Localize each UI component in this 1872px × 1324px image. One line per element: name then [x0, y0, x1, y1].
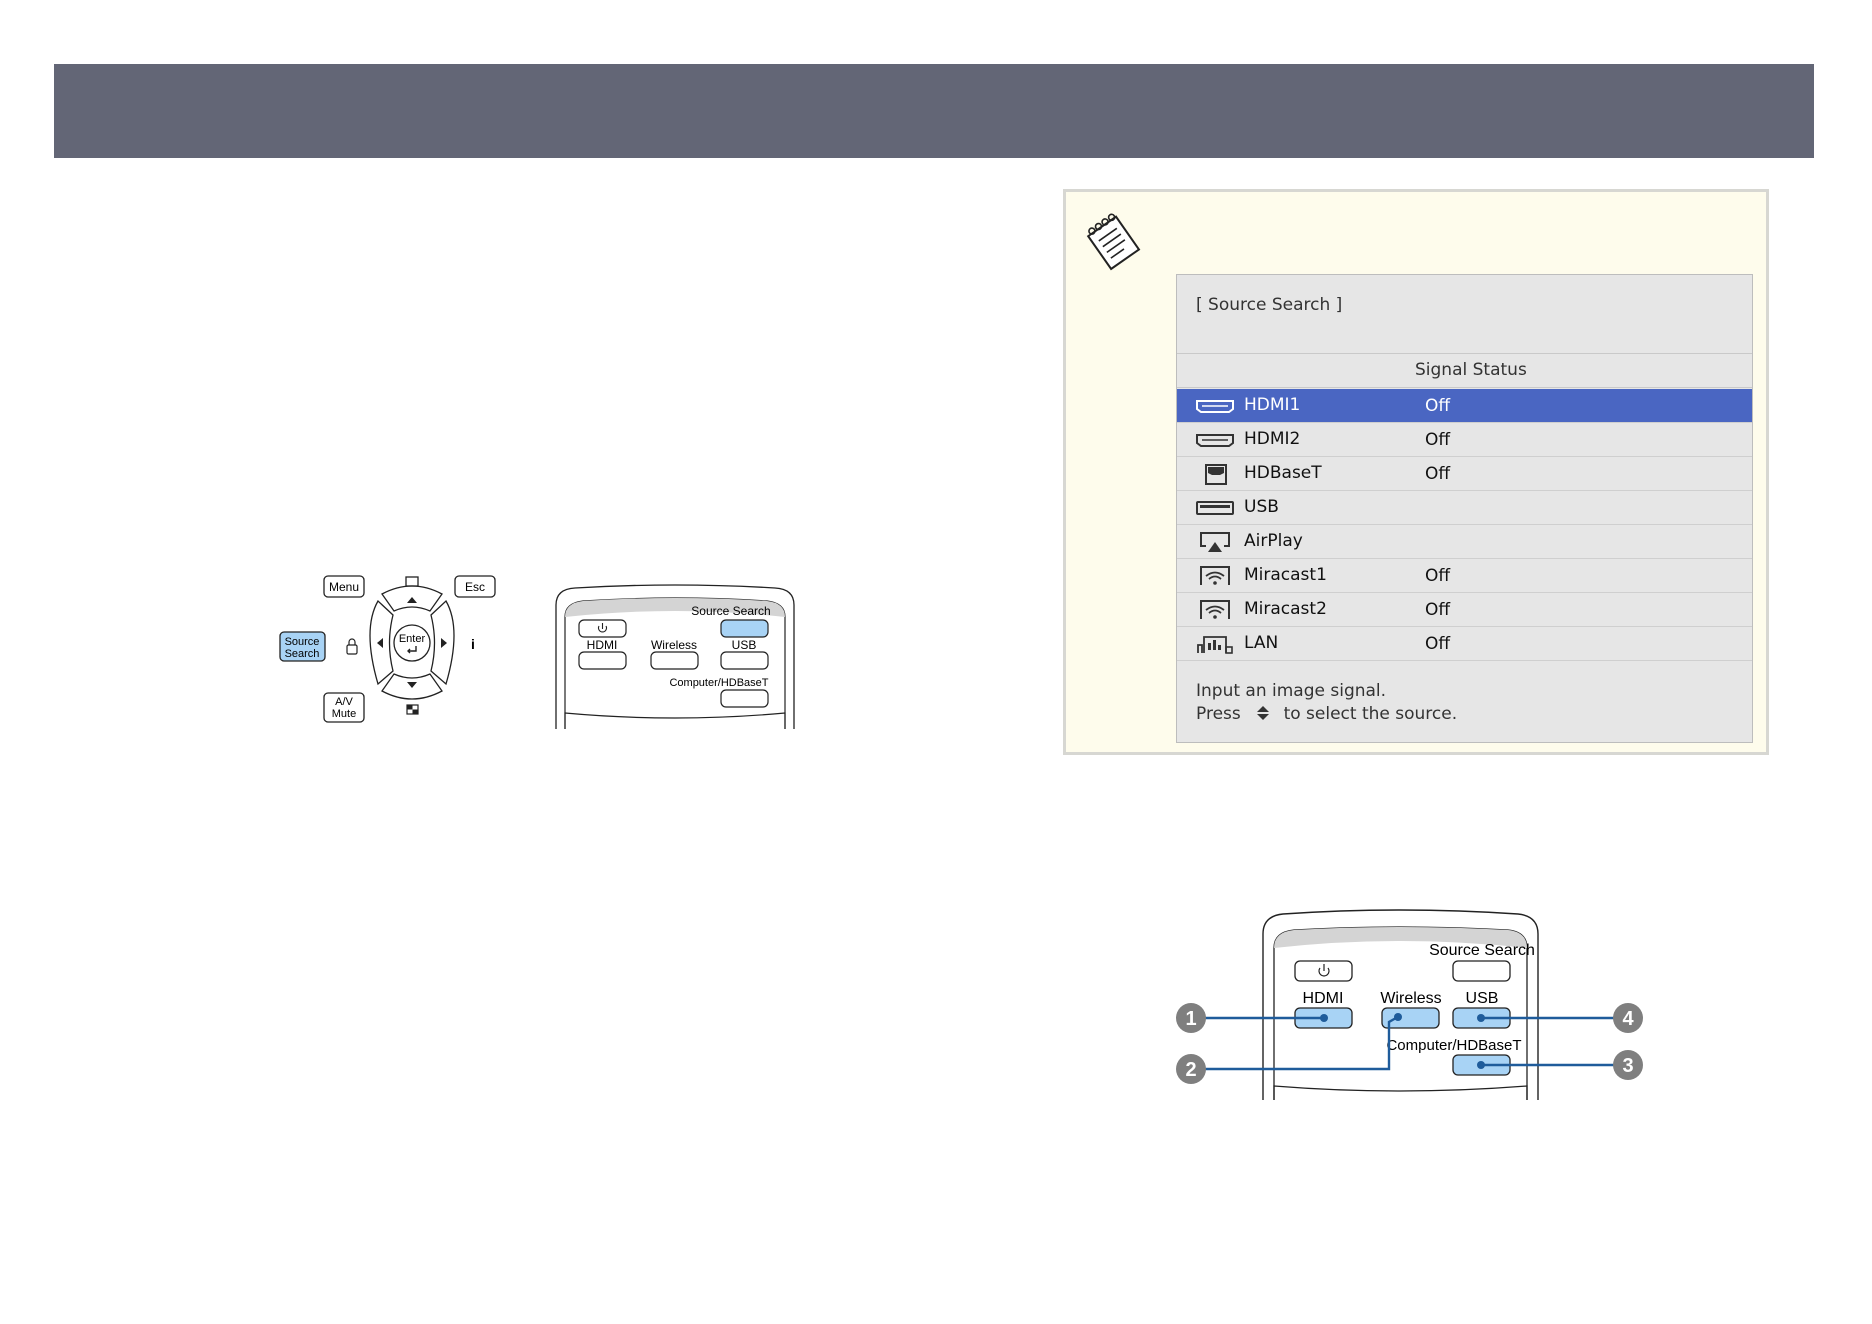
hdmi-label: HDMI — [1303, 990, 1344, 1007]
menu-button[interactable] — [323, 575, 365, 598]
source-search-label-1: Source — [285, 636, 320, 648]
down-arrow-icon — [407, 682, 417, 688]
hdmi-icon — [1196, 400, 1234, 413]
menu-label: Menu — [329, 580, 359, 594]
callout-3: 3 — [1613, 1050, 1643, 1080]
source-row-miracast2[interactable]: Miracast2 Off — [1177, 593, 1752, 627]
source-search-menu: [ Source Search ] Signal Status HDMI1 Of… — [1176, 274, 1753, 743]
callout-1: 1 — [1176, 1003, 1206, 1033]
source-name: LAN — [1244, 633, 1279, 653]
menu-divider — [1177, 353, 1752, 354]
wireless-label: Wireless — [651, 638, 697, 652]
source-name: USB — [1244, 497, 1279, 517]
usb-label: USB — [732, 638, 757, 652]
wireless-icon — [1200, 566, 1230, 585]
source-row-usb[interactable]: USB — [1177, 491, 1752, 525]
footer-select-text: to select the source. — [1283, 704, 1458, 724]
computer-hdbaset-label: Computer/HDBaseT — [669, 677, 768, 689]
computer-hdbaset-label: Computer/HDBaseT — [1386, 1037, 1521, 1054]
callout-4: 4 — [1613, 1003, 1643, 1033]
source-search-button[interactable] — [279, 631, 326, 662]
callout-number: 1 — [1185, 1008, 1196, 1030]
esc-label: Esc — [465, 580, 485, 594]
source-search-label-2: Search — [285, 648, 320, 660]
source-status: Off — [1425, 566, 1451, 586]
control-panel-diagram: Menu Esc Source Search Enter i A/V Mute — [279, 575, 496, 723]
power-icon — [597, 623, 608, 633]
power-icon — [1318, 964, 1330, 977]
source-name: HDMI1 — [1244, 395, 1301, 415]
computer-hdbaset-button[interactable] — [720, 689, 769, 708]
hdmi-button[interactable] — [578, 651, 627, 670]
footer-press-text: Press — [1196, 704, 1241, 724]
signal-status-header: Signal Status — [1415, 360, 1527, 380]
wireless-icon — [1200, 600, 1230, 619]
footer-line-1: Input an image signal. — [1196, 681, 1387, 701]
lan-icon — [1197, 636, 1233, 654]
source-name: Miracast1 — [1244, 565, 1327, 585]
aspect-icon — [405, 576, 419, 587]
menu-divider — [1177, 387, 1752, 388]
source-status: Off — [1425, 464, 1451, 484]
wireless-button[interactable] — [650, 651, 699, 670]
wireless-label: Wireless — [1380, 990, 1441, 1007]
callout-number: 4 — [1622, 1008, 1634, 1030]
source-status: Off — [1425, 430, 1451, 450]
callout-number: 3 — [1622, 1055, 1633, 1077]
source-name: AirPlay — [1244, 531, 1303, 551]
up-arrow-icon — [407, 597, 417, 603]
av-mute-label-2: Mute — [332, 708, 356, 720]
source-row-lan[interactable]: LAN Off — [1177, 627, 1752, 661]
source-row-airplay[interactable]: AirPlay — [1177, 525, 1752, 559]
note-box: [ Source Search ] Signal Status HDMI1 Of… — [1063, 189, 1769, 755]
source-status: Off — [1425, 634, 1451, 654]
source-status: Off — [1425, 600, 1451, 620]
source-name: HDMI2 — [1244, 429, 1301, 449]
callout-dots — [1320, 1013, 1485, 1069]
enter-button[interactable] — [393, 624, 431, 662]
source-row-hdmi2[interactable]: HDMI2 Off — [1177, 423, 1752, 457]
source-name: Miracast2 — [1244, 599, 1327, 619]
usb-button[interactable] — [720, 651, 769, 670]
test-pattern-icon — [406, 704, 419, 715]
usb-icon — [1196, 501, 1234, 515]
callout-lines — [1196, 1016, 1620, 1071]
source-row-hdbaset[interactable]: HDBaseT Off — [1177, 457, 1752, 491]
remote-large-diagram: Source Search HDMI Wireless USB Computer… — [1176, 909, 1643, 1100]
left-arrow-icon — [377, 638, 383, 648]
lock-icon — [346, 638, 358, 655]
info-icon: i — [471, 636, 475, 652]
av-mute-label-1: A/V — [335, 696, 353, 708]
usb-label: USB — [1466, 990, 1499, 1007]
note-icon — [1086, 213, 1141, 271]
remote-small-diagram: Source Search HDMI Wireless USB Computer… — [555, 584, 795, 729]
source-search-button[interactable] — [720, 619, 769, 638]
callout-number: 2 — [1185, 1059, 1196, 1081]
menu-title: [ Source Search ] — [1196, 295, 1343, 315]
wireless-button[interactable] — [1381, 1007, 1440, 1029]
airplay-icon — [1200, 532, 1230, 552]
source-row-miracast1[interactable]: Miracast1 Off — [1177, 559, 1752, 593]
callout-2: 2 — [1176, 1054, 1206, 1084]
source-status: Off — [1425, 396, 1451, 416]
right-arrow-icon — [441, 638, 447, 648]
source-row-hdmi1[interactable]: HDMI1 Off — [1177, 389, 1752, 423]
enter-label: Enter — [399, 633, 426, 645]
source-search-label: Source Search — [691, 604, 770, 618]
source-name: HDBaseT — [1244, 463, 1322, 483]
hdbaset-icon — [1205, 464, 1227, 485]
av-mute-button[interactable] — [323, 692, 365, 723]
direction-pad[interactable] — [369, 585, 455, 700]
footer-line-2: Press to select the source. — [1196, 704, 1457, 724]
source-search-label: Source Search — [1429, 942, 1535, 959]
source-search-button[interactable] — [1452, 960, 1511, 982]
page-header-bar — [54, 64, 1814, 158]
hdmi-icon — [1196, 434, 1234, 447]
enter-arrow-icon — [407, 646, 417, 654]
esc-button[interactable] — [454, 575, 496, 598]
up-down-arrow-icon — [1257, 706, 1270, 720]
hdmi-label: HDMI — [587, 638, 618, 652]
